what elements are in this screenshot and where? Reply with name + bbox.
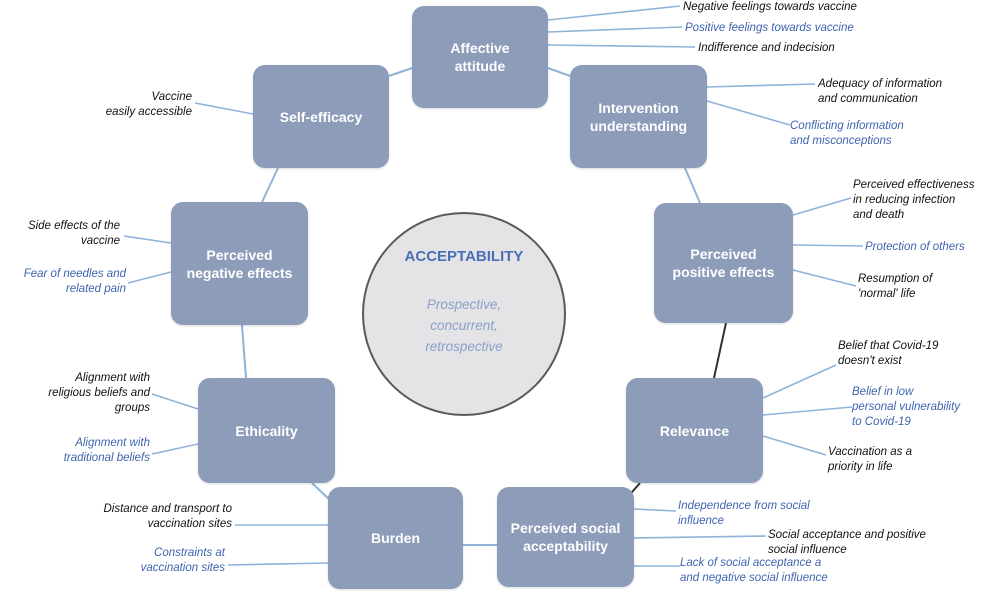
box-burden: Burden — [328, 487, 463, 589]
box-affective-attitude: Affective attitude — [412, 6, 548, 108]
ring-line-positive-relevance — [713, 322, 727, 379]
label-alignment-traditional: Alignment with traditional beliefs — [63, 437, 150, 464]
box-perceived-social-acceptability: Perceived social acceptability — [497, 487, 634, 587]
label-perceived-effectiveness: Perceived effectiveness in reducing infe… — [853, 179, 975, 221]
label-negative-feelings: Negative feelings towards vaccine — [683, 1, 857, 13]
ring-line-burden-ethicality — [311, 482, 331, 501]
label-vaccination-priority: Vaccination as a priority in life — [828, 446, 912, 473]
label-adequacy-information: Adequacy of information and communicatio… — [818, 78, 943, 105]
label-social-acceptance-positive: Social acceptance and positive social in… — [768, 529, 926, 556]
label-indifference: Indifference and indecision — [698, 42, 835, 54]
label-belief-low-vulnerability: Belief in low personal vulnerability to … — [852, 386, 961, 428]
ring-line-selfefficacy-affective — [388, 67, 413, 77]
label-alignment-religious: Alignment with religious beliefs and gro… — [48, 372, 150, 414]
ring-line-affective-intervention — [547, 67, 571, 77]
box-perceived-positive-effects: Perceived positive effects — [654, 203, 793, 323]
ring-line-ethicality-negative — [241, 324, 247, 379]
box-ethicality: Ethicality — [198, 378, 335, 483]
label-fear-of-needles: Fear of needles and related pain — [23, 268, 126, 295]
acceptability-circle: ACCEPTABILITY Prospective, concurrent, r… — [362, 212, 566, 416]
label-constraints-sites: Constraints at vaccination sites — [140, 547, 225, 574]
box-relevance: Relevance — [626, 378, 763, 483]
label-resumption-normal-life: Resumption of 'normal' life — [858, 273, 933, 300]
label-positive-feelings: Positive feelings towards vaccine — [685, 22, 854, 34]
center-title: ACCEPTABILITY — [404, 248, 524, 265]
label-distance-transport: Distance and transport to vaccination si… — [103, 503, 233, 530]
label-lack-social-acceptance: Lack of social acceptance a and negative… — [680, 557, 828, 584]
label-belief-covid-doesnt-exist: Belief that Covid-19 doesn't exist — [838, 340, 939, 367]
ring-line-intervention-positive — [684, 167, 701, 204]
center-subtitle: Prospective, concurrent, retrospective — [425, 297, 503, 354]
box-intervention-understanding: Intervention understanding — [570, 65, 707, 168]
box-self-efficacy: Self-efficacy — [253, 65, 389, 168]
label-conflicting-information: Conflicting information and misconceptio… — [790, 120, 904, 147]
label-independence-social-influence: Independence from social influence — [678, 500, 810, 527]
box-perceived-negative-effects: Perceived negative effects — [171, 202, 308, 325]
label-side-effects: Side effects of the vaccine — [27, 220, 120, 247]
ring-line-negative-selfefficacy — [261, 167, 279, 203]
label-protection-of-others: Protection of others — [865, 241, 965, 253]
label-vaccine-accessible: Vaccine easily accessible — [105, 91, 192, 118]
